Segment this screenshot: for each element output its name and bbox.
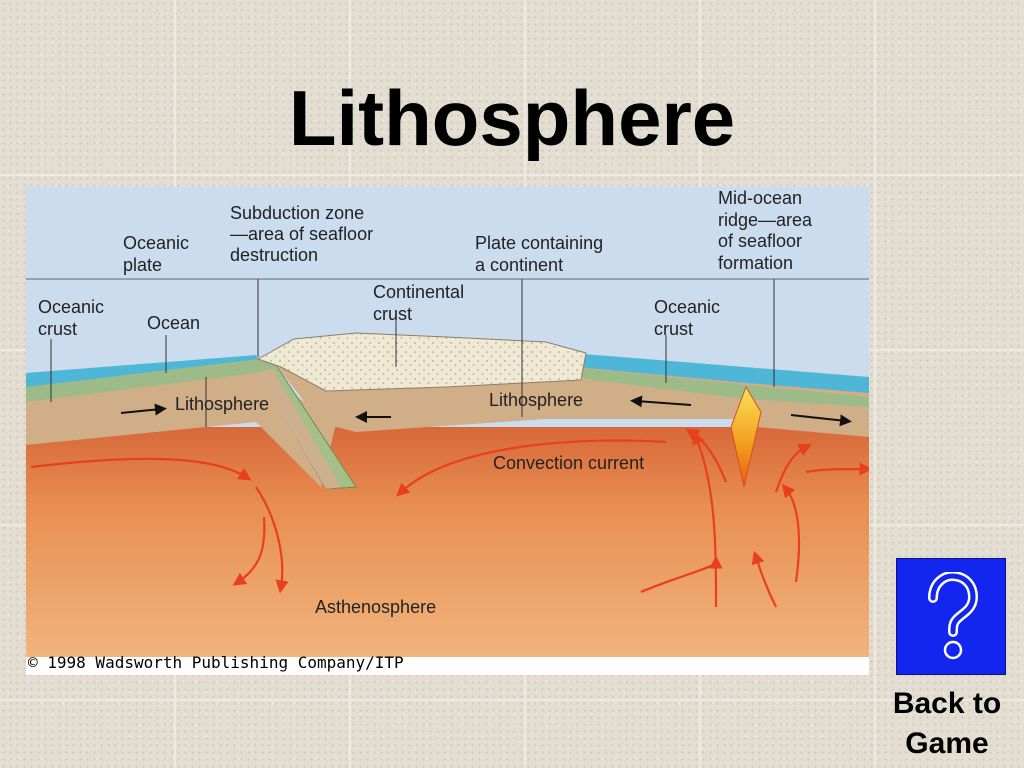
right-lithosphere [586, 367, 869, 437]
copyright-text: © 1998 Wadsworth Publishing Company/ITP [28, 653, 404, 672]
slide-title: Lithosphere [288, 74, 736, 162]
ridge-magma [730, 385, 762, 488]
label-ocean: Ocean [147, 313, 200, 333]
question-mark-icon [928, 571, 979, 659]
continent-texture [258, 333, 586, 391]
label-convection-current: Convection current [493, 453, 644, 473]
label-asthenosphere: Asthenosphere [315, 597, 436, 617]
back-to-game-button[interactable] [896, 558, 1006, 675]
right-oceanic-crust [571, 367, 869, 407]
label-lithosphere-right: Lithosphere [489, 390, 583, 410]
left-ocean [26, 355, 258, 387]
label-lithosphere-left: Lithosphere [175, 394, 269, 414]
leader-lines [50, 279, 775, 427]
subducting-slab-lithosphere [256, 367, 341, 489]
left-lithosphere [26, 369, 336, 487]
convection-arrows [30, 428, 869, 608]
back-to-game-label[interactable]: Back to Game [892, 687, 1002, 760]
plate-motion-arrows [120, 395, 852, 427]
left-oceanic-crust [26, 357, 278, 402]
right-ocean [571, 353, 869, 393]
